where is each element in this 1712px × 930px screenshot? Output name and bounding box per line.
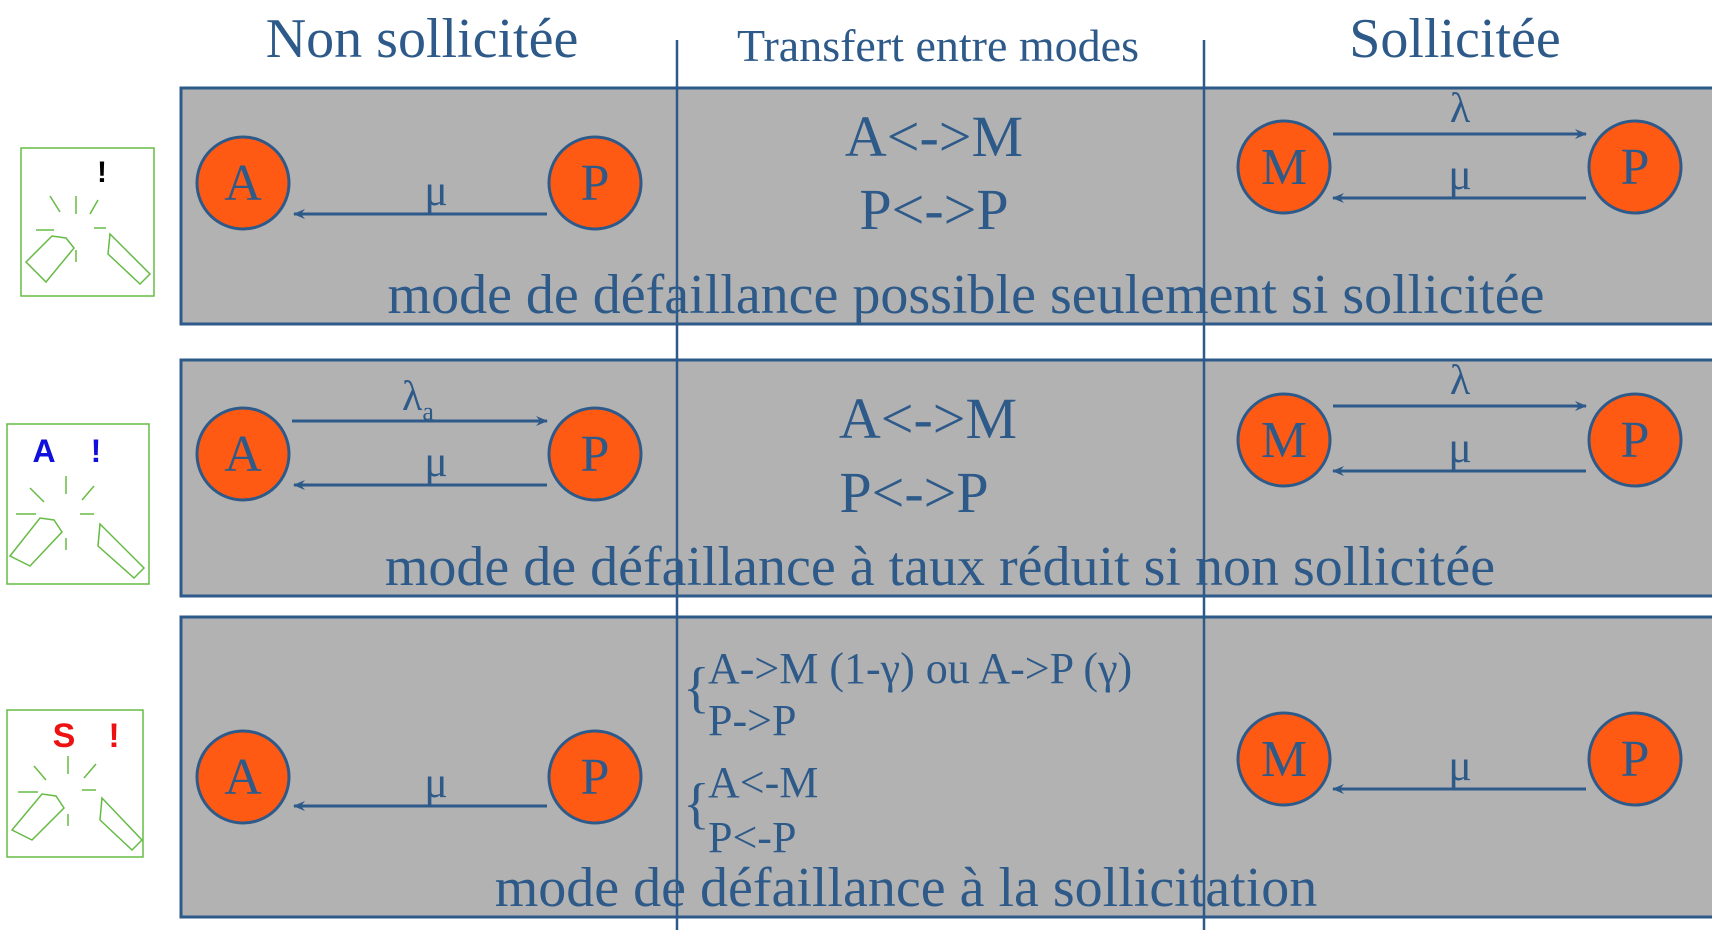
caption-row-3: mode de défaillance à la sollicitation bbox=[495, 857, 1318, 919]
node-a-left-row-1 bbox=[195, 135, 291, 231]
header-sollicitee: Sollicitée bbox=[1349, 8, 1561, 70]
node-p-label-right-row-2: P bbox=[1621, 412, 1650, 469]
row-1: ! A P μ A<->M P<->P M P λ μ mode de défa… bbox=[20, 86, 1683, 326]
failure-icon-letter-row-3: S bbox=[53, 717, 76, 755]
label-mu-right-row-1: μ bbox=[1448, 150, 1472, 199]
node-m-label-right-row-3: M bbox=[1261, 731, 1307, 788]
header-transfert: Transfert entre modes bbox=[737, 20, 1139, 71]
failure-icon-letter-row-2: A bbox=[32, 433, 55, 469]
row-3: S ! A P μ { A->M (1-γ) ou A->P (γ) P->P … bbox=[6, 644, 1683, 919]
transfer-line-1-row-1: A<->M bbox=[845, 104, 1023, 169]
failure-icon-row-1: ! bbox=[20, 147, 155, 297]
label-lambda-right-row-2: λ bbox=[1450, 358, 1471, 404]
node-p-left-row-3 bbox=[547, 729, 643, 825]
failure-icon-mark-row-3: ! bbox=[108, 717, 119, 755]
header-non-sollicitee: Non sollicitée bbox=[266, 8, 579, 70]
row-panel-2 bbox=[179, 358, 1712, 598]
label-lambda-subscript-left-row-2: a bbox=[422, 397, 434, 426]
node-m-right-row-2 bbox=[1236, 392, 1332, 488]
failure-icon-mark-row-1: ! bbox=[97, 156, 107, 189]
row-panel-1 bbox=[179, 86, 1712, 326]
failure-icon-mark-row-2: ! bbox=[91, 433, 102, 469]
transfer-line-1-row-2: A<->M bbox=[839, 386, 1017, 451]
transfer-group-1-line-2-row-3: P->P bbox=[708, 696, 796, 745]
failure-icon-row-3: S ! bbox=[6, 709, 144, 858]
label-lambda-a-left-row-2: λa bbox=[402, 374, 434, 426]
node-p-left-row-1 bbox=[547, 135, 643, 231]
node-p-right-row-3 bbox=[1587, 711, 1683, 807]
node-p-label-right-row-3: P bbox=[1621, 731, 1650, 788]
caption-row-2: mode de défaillance à taux réduit si non… bbox=[385, 536, 1495, 598]
label-lambda-right-row-1: λ bbox=[1450, 86, 1471, 132]
node-a-label-left-row-1: A bbox=[224, 155, 262, 212]
node-m-right-row-3 bbox=[1236, 711, 1332, 807]
node-m-label-right-row-2: M bbox=[1261, 412, 1307, 469]
label-mu-left-row-2: μ bbox=[424, 437, 448, 486]
label-mu-right-row-3: μ bbox=[1448, 741, 1472, 790]
transfer-line-2-row-2: P<->P bbox=[839, 460, 988, 525]
node-p-label-left-row-3: P bbox=[581, 749, 610, 806]
node-a-left-row-2 bbox=[195, 406, 291, 502]
node-p-right-row-2 bbox=[1587, 392, 1683, 488]
row-panel-3 bbox=[179, 615, 1712, 919]
node-p-label-right-row-1: P bbox=[1621, 139, 1650, 196]
row-2: A ! A P λa μ A<->M P<->P M P λ μ mode de… bbox=[6, 358, 1683, 598]
label-mu-left-row-1: μ bbox=[424, 166, 448, 215]
brace-group-2-row-3: { bbox=[683, 773, 710, 835]
node-m-label-right-row-1: M bbox=[1261, 139, 1307, 196]
label-mu-right-row-2: μ bbox=[1448, 423, 1472, 472]
node-p-label-left-row-1: P bbox=[581, 155, 610, 212]
node-a-label-left-row-2: A bbox=[224, 426, 262, 483]
label-lambda-left-row-2: λ bbox=[402, 374, 423, 420]
label-mu-left-row-3: μ bbox=[424, 758, 448, 807]
node-p-right-row-1 bbox=[1587, 119, 1683, 215]
node-a-label-left-row-3: A bbox=[224, 749, 262, 806]
caption-row-1: mode de défaillance possible seulement s… bbox=[388, 264, 1545, 326]
node-p-label-left-row-2: P bbox=[581, 426, 610, 483]
transfer-group-2-line-1-row-3: A<-M bbox=[708, 758, 818, 807]
failure-icon-row-2: A ! bbox=[6, 423, 150, 585]
brace-group-1-row-3: { bbox=[683, 657, 710, 719]
transfer-line-2-row-1: P<->P bbox=[859, 177, 1008, 242]
transfer-group-1-line-1-row-3: A->M (1-γ) ou A->P (γ) bbox=[708, 644, 1132, 693]
node-p-left-row-2 bbox=[547, 406, 643, 502]
transfer-group-2-line-2-row-3: P<-P bbox=[708, 813, 796, 862]
node-m-right-row-1 bbox=[1236, 119, 1332, 215]
node-a-left-row-3 bbox=[195, 729, 291, 825]
